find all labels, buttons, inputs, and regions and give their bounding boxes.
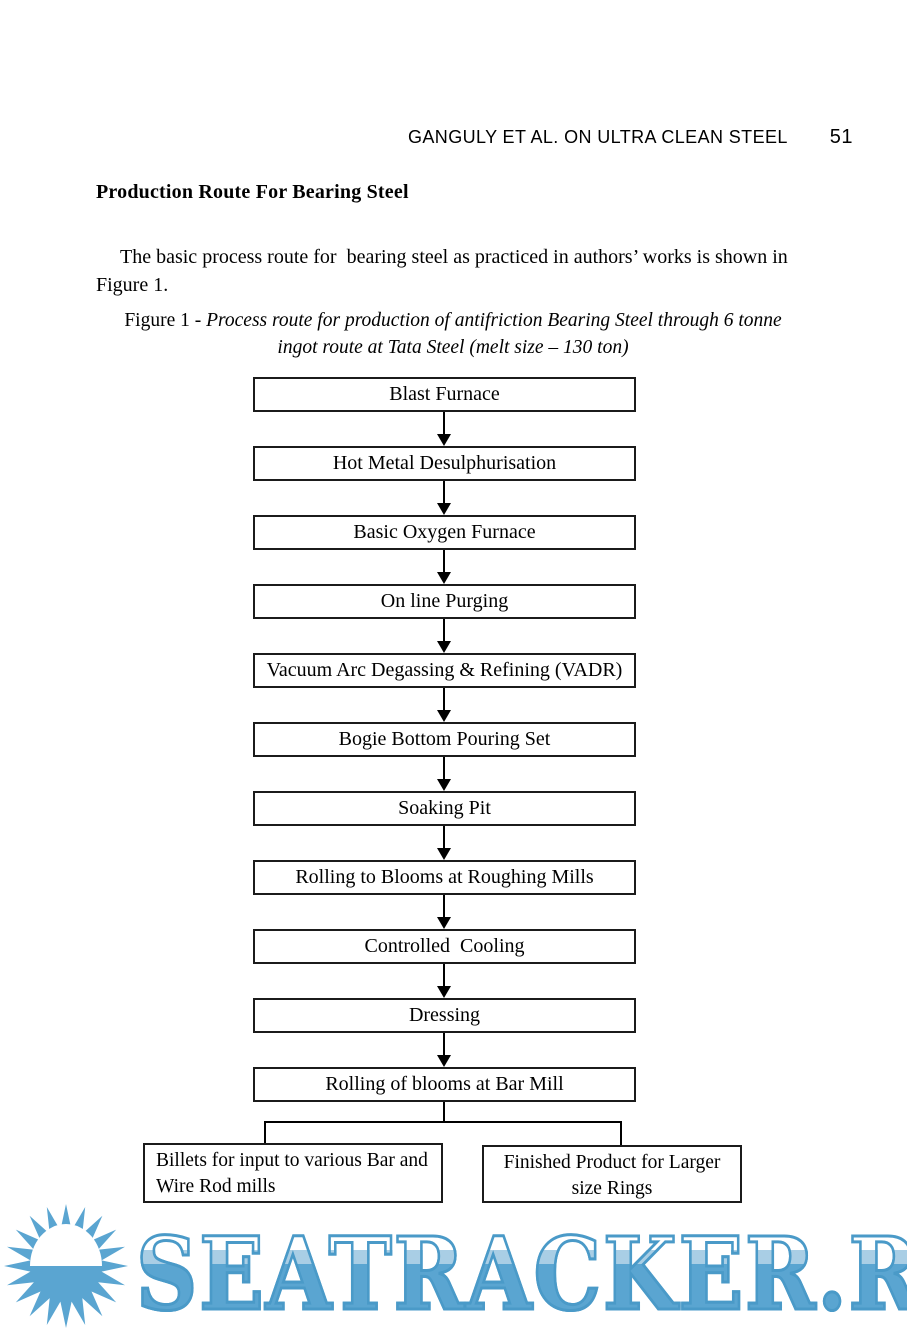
output-finished-line-1: Finished Product for Larger xyxy=(503,1152,721,1173)
arrow-down-icon xyxy=(437,895,451,929)
connector-left-drop xyxy=(264,1121,266,1144)
flow-step-blast-furnace: Blast Furnace xyxy=(253,377,636,412)
flow-step-rolling-to-blooms: Rolling to Blooms at Roughing Mills xyxy=(253,860,636,895)
flow-step-rolling-bar-mill: Rolling of blooms at Bar Mill xyxy=(253,1067,636,1102)
output-box-billets: Billets for input to various Bar and Wir… xyxy=(143,1143,443,1203)
output-finished-line-2: size Rings xyxy=(571,1178,653,1199)
arrow-down-icon xyxy=(437,757,451,791)
arrow-down-icon xyxy=(437,550,451,584)
arrow-down-icon xyxy=(437,1033,451,1067)
connector-right-drop xyxy=(620,1121,622,1146)
output-billets-line-2: Wire Rod mills xyxy=(156,1176,276,1197)
arrow-down-icon xyxy=(437,481,451,515)
caption-text-line-1: Process route for production of antifric… xyxy=(206,310,782,331)
flow-step-dressing: Dressing xyxy=(253,998,636,1033)
flow-step-on-line-purging: On line Purging xyxy=(253,584,636,619)
flow-step-controlled-cooling: Controlled Cooling xyxy=(253,929,636,964)
arrow-down-icon xyxy=(437,619,451,653)
flow-step-basic-oxygen-furnace: Basic Oxygen Furnace xyxy=(253,515,636,550)
flow-step-desulphurisation: Hot Metal Desulphurisation xyxy=(253,446,636,481)
paragraph-line-1: The basic process route for bearing stee… xyxy=(120,246,788,268)
connector-stem xyxy=(443,1102,445,1123)
arrow-down-icon xyxy=(437,964,451,998)
page-number: 51 xyxy=(829,126,853,148)
figure-caption: Figure 1 - Process route for production … xyxy=(60,307,846,361)
arrow-down-icon xyxy=(437,412,451,446)
caption-label: Figure 1 - xyxy=(124,310,207,331)
paragraph-line-2: Figure 1. xyxy=(96,274,169,296)
arrow-down-icon xyxy=(437,826,451,860)
running-header: GANGULY ET AL. ON ULTRA CLEAN STEEL 51 xyxy=(408,126,853,149)
caption-line-1: Figure 1 - Process route for production … xyxy=(60,307,846,334)
output-billets-line-1: Billets for input to various Bar and xyxy=(156,1150,428,1171)
arrow-down-icon xyxy=(437,688,451,722)
flow-step-soaking-pit: Soaking Pit xyxy=(253,791,636,826)
body-paragraph: The basic process route for bearing stee… xyxy=(96,243,876,299)
caption-text-line-2: ingot route at Tata Steel (melt size – 1… xyxy=(277,337,629,358)
running-title: GANGULY ET AL. ON ULTRA CLEAN STEEL xyxy=(408,127,788,147)
flow-step-vadr: Vacuum Arc Degassing & Refining (VADR) xyxy=(253,653,636,688)
flow-step-bogie-bottom-pouring: Bogie Bottom Pouring Set xyxy=(253,722,636,757)
output-box-finished-product: Finished Product for Larger size Rings xyxy=(482,1145,742,1203)
section-title: Production Route For Bearing Steel xyxy=(96,181,409,203)
connector-horizontal xyxy=(264,1121,622,1123)
